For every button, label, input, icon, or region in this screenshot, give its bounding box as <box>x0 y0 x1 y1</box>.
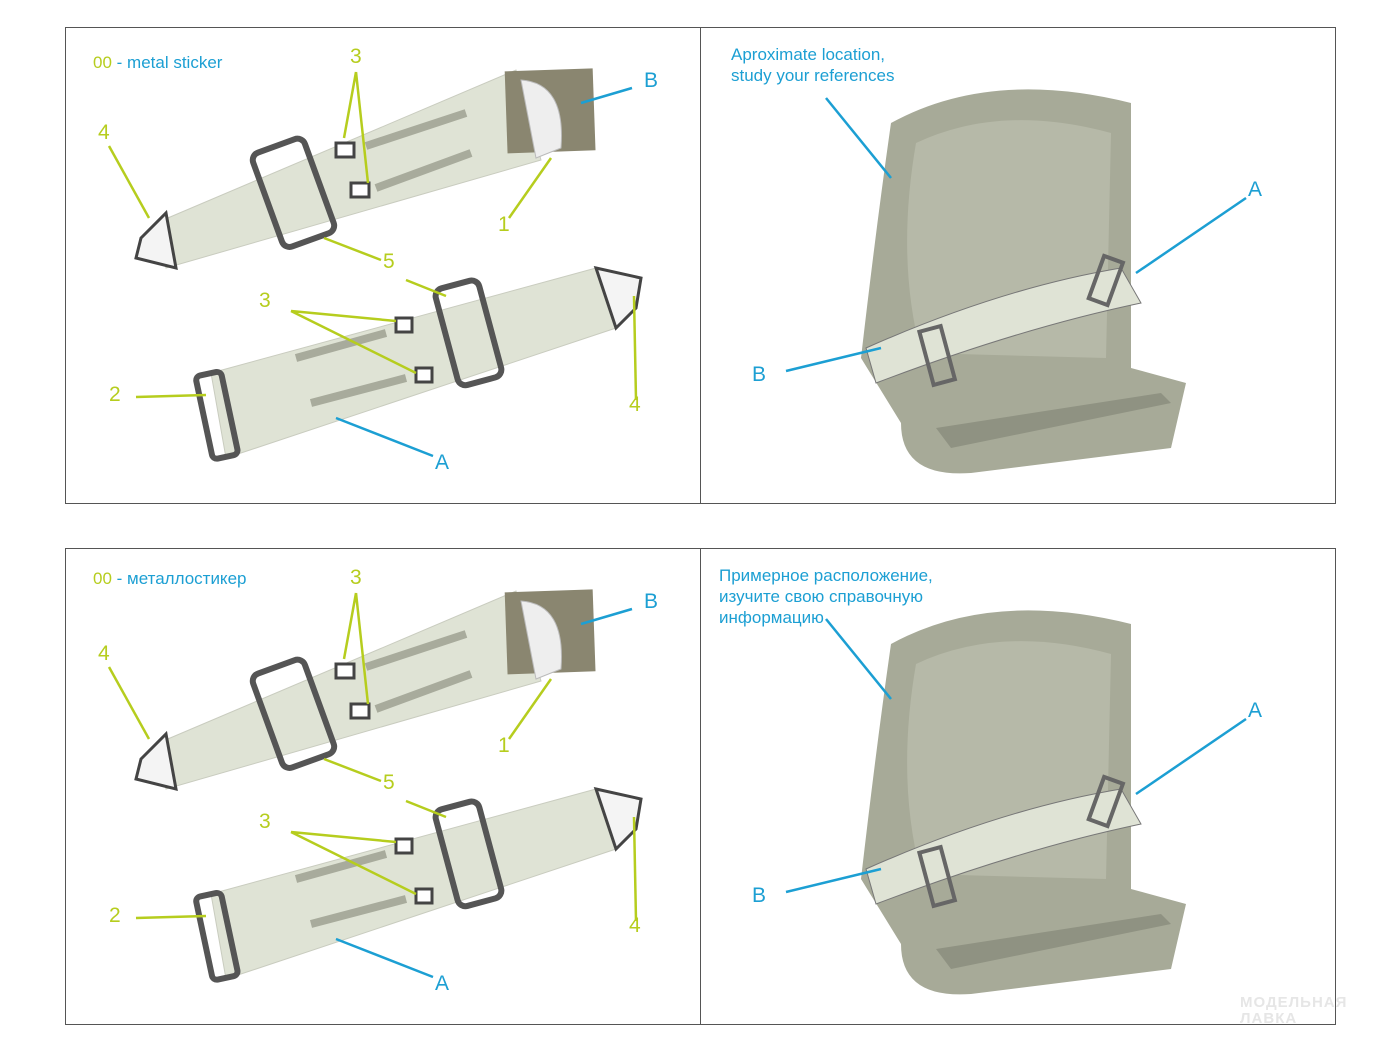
callout-B: B <box>644 69 659 92</box>
letter-leaders <box>335 607 633 979</box>
callout-n3a: 3 <box>350 566 362 589</box>
placement-panel: Aproximate location, study your referenc… <box>700 27 1336 504</box>
callout-n2: 2 <box>109 383 121 406</box>
callout-n5: 5 <box>383 771 395 794</box>
location-note: Aproximate location, study your referenc… <box>731 45 895 85</box>
callout-n2: 2 <box>109 904 121 927</box>
sticker-description: - metal sticker <box>116 53 223 72</box>
number-leaders <box>107 592 638 922</box>
sticker-code: 00 <box>93 569 112 588</box>
callout-n1: 1 <box>498 213 510 236</box>
seat-callout-b: B <box>752 363 767 386</box>
callout-n4b: 4 <box>629 393 641 416</box>
callout-n1: 1 <box>498 734 510 757</box>
belt-illustration <box>107 68 643 462</box>
callout-A: A <box>435 451 450 474</box>
location-note: Примерное расположение, изучите свою спр… <box>719 566 933 627</box>
lower-belt <box>193 265 643 462</box>
letter-leaders <box>335 86 633 458</box>
seat-callout-b: B <box>752 884 767 907</box>
seat-illustration <box>785 89 1247 474</box>
callout-n4a: 4 <box>98 642 110 665</box>
seat-callout-a: A <box>1248 699 1263 722</box>
seat-leaders <box>785 97 1247 373</box>
sticker-legend: 00 - металлостикер <box>93 569 246 589</box>
callout-n4b: 4 <box>629 914 641 937</box>
belt-illustration <box>107 589 643 983</box>
callout-n3a: 3 <box>350 45 362 68</box>
lower-belt <box>193 786 643 983</box>
sticker-legend: 00 - metal sticker <box>93 53 222 73</box>
callout-n4a: 4 <box>98 121 110 144</box>
callout-n5: 5 <box>383 250 395 273</box>
upper-belt <box>134 68 596 271</box>
watermark: МОДЕЛЬНАЯ ЛАВКА <box>1240 994 1348 1027</box>
seat-illustration <box>785 610 1247 995</box>
placement-panel: Примерное расположение, изучите свою спр… <box>700 548 1336 1025</box>
callout-B: B <box>644 590 659 613</box>
upper-belt <box>134 589 596 792</box>
callout-A: A <box>435 972 450 995</box>
sticker-code: 00 <box>93 53 112 72</box>
callout-n3b: 3 <box>259 810 271 833</box>
seat-leaders <box>785 618 1247 894</box>
sticker-description: - металлостикер <box>116 569 247 588</box>
callout-n3b: 3 <box>259 289 271 312</box>
seat-callout-a: A <box>1248 178 1263 201</box>
number-leaders <box>107 71 638 401</box>
